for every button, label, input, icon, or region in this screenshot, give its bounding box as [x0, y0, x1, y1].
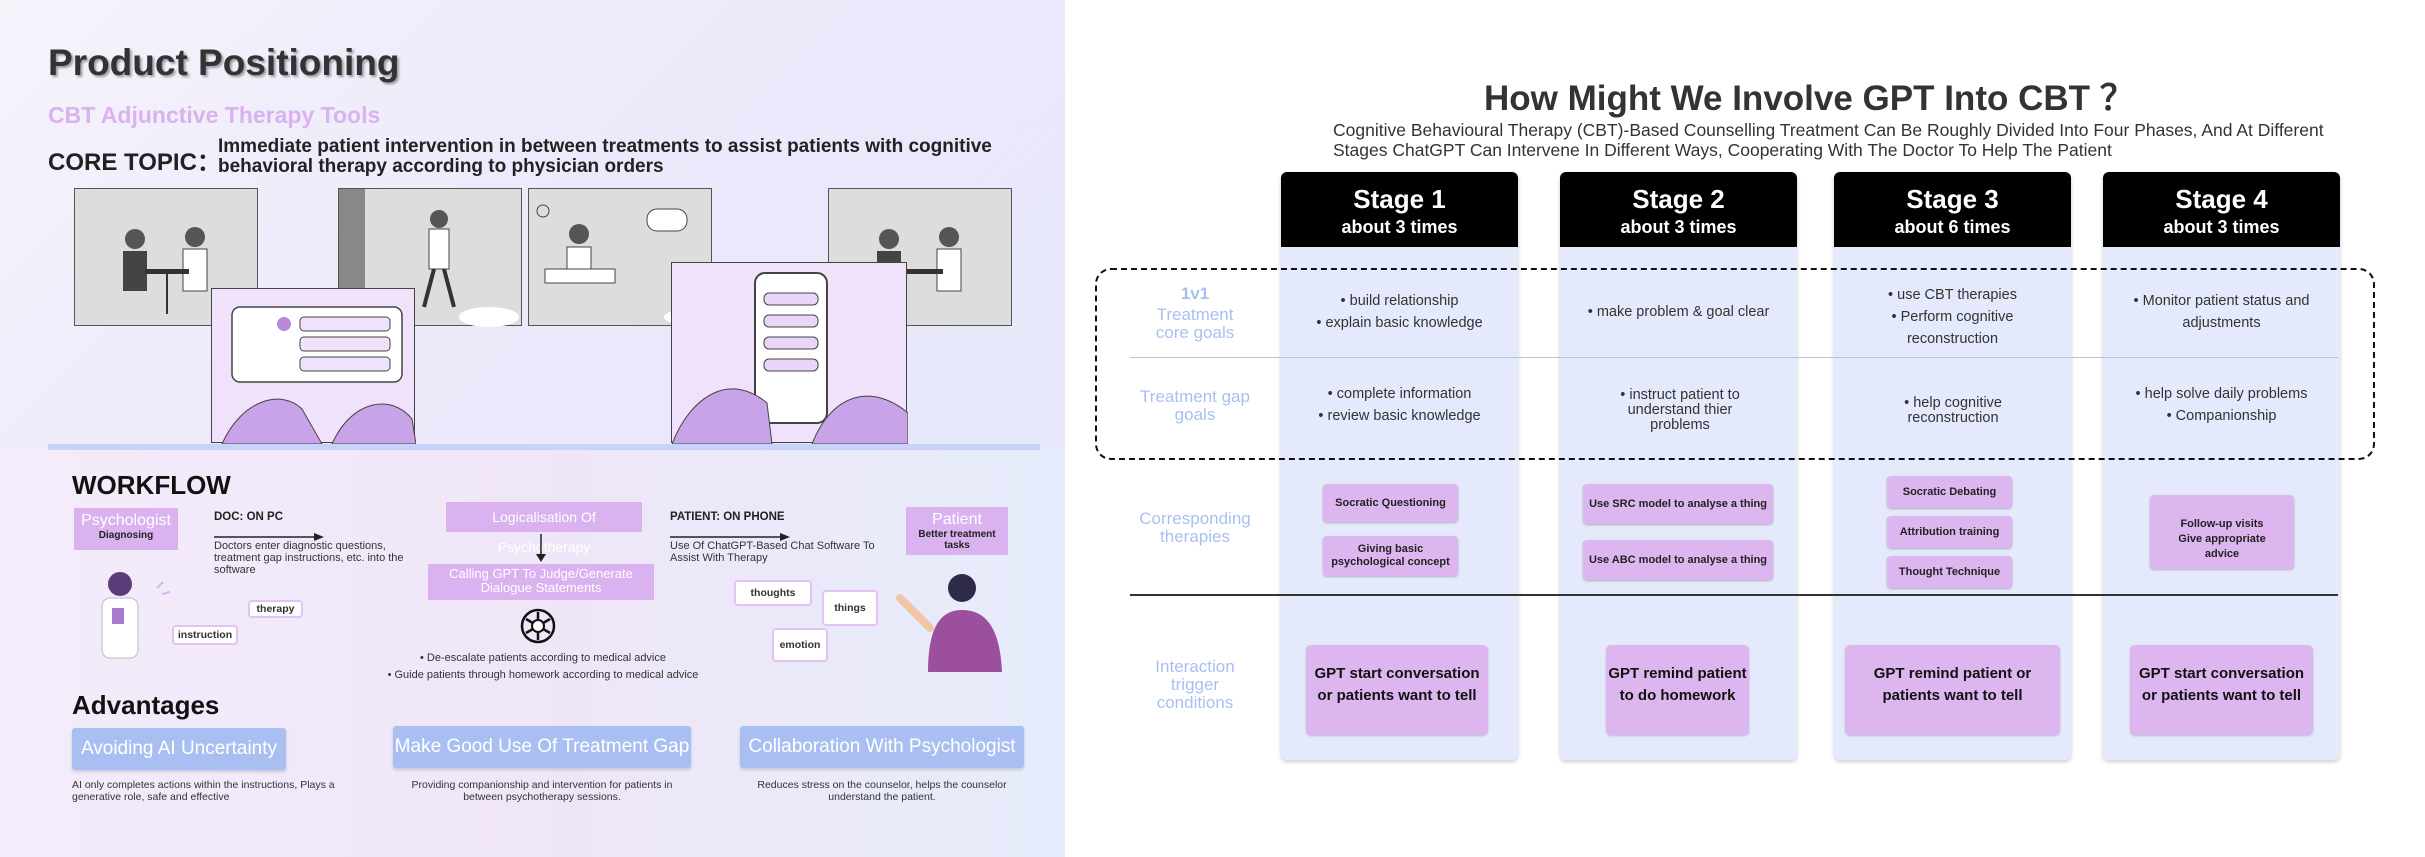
stage-name: Stage 1: [1353, 184, 1446, 214]
goal-item: • help cognitive reconstruction: [1904, 395, 2002, 426]
stage-column: Stage 2 about 3 times: [1560, 172, 1797, 760]
trigger-condition: GPT start conversation or patients want …: [2130, 645, 2313, 735]
advantage-treatment-gap: Make Good Use Of Treatment Gap: [393, 726, 691, 768]
doc-text: Doctors enter diagnostic questions, trea…: [214, 540, 404, 576]
advantage-desc: Providing companionship and intervention…: [411, 779, 673, 803]
therapy-badge: Use ABC model to analyse a thing: [1583, 540, 1773, 580]
bubble-emotion: emotion: [772, 628, 828, 662]
doc-label: DOC: ON PC: [214, 511, 283, 523]
goal-item: • help solve daily problems: [2135, 386, 2308, 402]
goal-item: • Perform cognitive reconstruction: [1891, 309, 2014, 347]
stage1-gap-goals: • complete information • review basic kn…: [1281, 383, 1518, 427]
doc-arrow: [214, 528, 324, 541]
stage3-core-goals: • use CBT therapies • Perform cognitive …: [1834, 284, 2071, 350]
stage-time: about 3 times: [2163, 217, 2280, 237]
stage-header: Stage 4 about 3 times: [2103, 172, 2340, 247]
goal-item: • build relationship: [1340, 293, 1459, 309]
workflow-bullet: • Guide patients through homework accord…: [387, 669, 699, 681]
right-description: Cognitive Behavioural Therapy (CBT)-Base…: [1333, 120, 2324, 160]
bubble-things: things: [822, 590, 878, 626]
therapy-badge: Socratic Questioning: [1323, 484, 1458, 522]
therapy-badge: Giving basic psychological concept: [1323, 536, 1458, 576]
patient-label: PATIENT: ON PHONE: [670, 511, 785, 523]
core-topic-text: Immediate patient intervention in betwee…: [218, 136, 992, 177]
row-label-core-goals: Treatment core goals: [1155, 305, 1235, 342]
bubble-instruction: instruction: [172, 625, 238, 645]
psychologist-sub: Diagnosing: [98, 530, 154, 541]
openai-logo-icon: [519, 607, 557, 645]
workflow-bullet: • De-escalate patients according to medi…: [420, 652, 666, 664]
therapy-badge: Attribution training: [1887, 516, 2012, 548]
page-title: Product Positioning: [48, 42, 400, 83]
row-label-gap-goals: Treatment gap goals: [1140, 387, 1250, 424]
psychologist-tag: Psychologist Diagnosing: [74, 508, 178, 550]
goal-item: • make problem & goal clear: [1587, 304, 1770, 320]
therapy-badge: Follow-up visits Give appropriate advice: [2150, 495, 2294, 569]
bubble-therapy: therapy: [248, 600, 303, 618]
stage-time: about 3 times: [1620, 217, 1737, 237]
core-topic-label: CORE TOPIC：: [48, 149, 221, 176]
therapy-badge: Socratic Debating: [1887, 476, 2012, 508]
therapy-badge: Thought Technique: [1887, 556, 2012, 588]
row-label-1v1: 1v1: [1180, 284, 1210, 303]
workflow-heading: WORKFLOW: [72, 470, 231, 500]
trigger-condition: GPT remind patient to do homework: [1606, 645, 1749, 735]
patient-tag: Patient Better treatment tasks: [906, 507, 1008, 555]
advantages-heading: Advantages: [72, 690, 220, 720]
stage2-gap-goals: • instruct patient to understand thier p…: [1605, 388, 1755, 433]
patient-arrow: [670, 528, 790, 541]
goals-dashed-frame: [1095, 268, 2375, 460]
goal-item: • Companionship: [2166, 408, 2277, 424]
goal-item: • review basic knowledge: [1318, 408, 1481, 424]
goal-item: • explain basic knowledge: [1316, 315, 1483, 331]
advantage-desc: AI only completes actions within the ins…: [72, 779, 335, 803]
logic-arrow: [535, 534, 547, 562]
pc-input-illustration: [211, 288, 417, 445]
stage-name: Stage 4: [2175, 184, 2268, 214]
stage3-gap-goals: • help cognitive reconstruction: [1888, 396, 2018, 426]
workflow-bullets: • De-escalate patients according to medi…: [368, 652, 718, 681]
goal-item: • complete information: [1327, 386, 1472, 402]
stage-header: Stage 2 about 3 times: [1560, 172, 1797, 247]
advantage-collaboration: Collaboration With Psychologist: [740, 726, 1024, 768]
scene-consultation-illustration: [74, 188, 258, 326]
trigger-condition: GPT start conversation or patients want …: [1306, 645, 1488, 735]
patient-text: Use Of ChatGPT-Based Chat Software To As…: [670, 540, 875, 564]
phone-chat-illustration: [671, 262, 909, 445]
trigger-condition: GPT remind patient or patients want to t…: [1845, 645, 2060, 735]
stage1-core-goals: • build relationship • explain basic kno…: [1281, 290, 1518, 334]
stage4-gap-goals: • help solve daily problems • Companions…: [2103, 383, 2340, 427]
advantage-avoiding-ai-uncertainty: Avoiding AI Uncertainty: [72, 728, 286, 770]
subtitle: CBT Adjunctive Therapy Tools: [48, 102, 381, 128]
therapy-badge: Use SRC model to analyse a thing: [1583, 484, 1773, 524]
calling-gpt-box: Calling GPT To Judge/Generate Dialogue S…: [428, 564, 654, 600]
right-title: How Might We Involve GPT Into CBT ？: [1484, 79, 2135, 118]
stage-name: Stage 3: [1906, 184, 1999, 214]
section-divider: [48, 444, 1040, 450]
advantage-desc: Reduces stress on the counselor, helps t…: [757, 779, 1007, 803]
goal-item: • Monitor patient status and adjustments: [2133, 293, 2310, 331]
bubble-thoughts: thoughts: [734, 580, 812, 606]
stage-time: about 6 times: [1894, 217, 2011, 237]
stage4-core-goals: • Monitor patient status and adjustments: [2130, 290, 2313, 334]
patient-title: Patient: [932, 511, 982, 528]
patient-sub: Better treatment tasks: [918, 529, 996, 551]
row-label-therapies: Corresponding therapies: [1139, 509, 1251, 546]
goal-item: • instruct patient to understand thier p…: [1620, 387, 1740, 433]
stage-time: about 3 times: [1341, 217, 1458, 237]
stage-header: Stage 1 about 3 times: [1281, 172, 1518, 247]
row-label-trigger: Interaction trigger conditions: [1155, 657, 1235, 712]
psychologist-figure: [72, 566, 182, 666]
stage-header: Stage 3 about 6 times: [1834, 172, 2071, 247]
goal-item: • use CBT therapies: [1888, 287, 2017, 303]
logicalisation-box: Logicalisation Of Psychotherapy: [446, 502, 642, 555]
product-positioning-panel: Product Positioning CBT Adjunctive Thera…: [0, 0, 1065, 857]
stage-name: Stage 2: [1632, 184, 1725, 214]
patient-figure: [890, 568, 1020, 672]
psychologist-title: Psychologist: [81, 512, 171, 529]
scene-consultation-2-illustration: [828, 188, 1012, 326]
stage2-core-goals: • make problem & goal clear: [1560, 301, 1797, 323]
goals-divider: [1130, 357, 2338, 358]
therapies-divider: [1130, 594, 2338, 596]
